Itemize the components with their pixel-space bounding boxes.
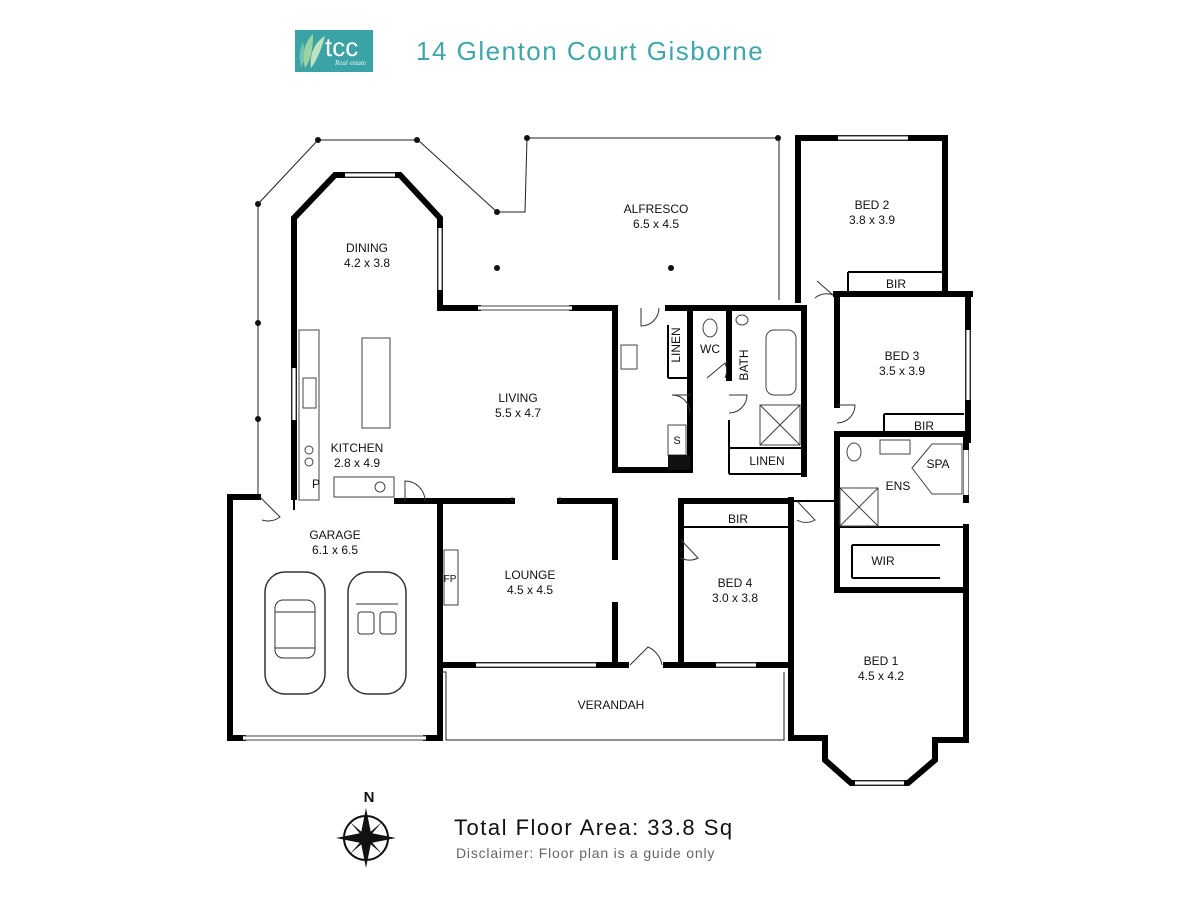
room-labels: ALFRESCO 6.5 x 4.5 BED 2 3.8 x 3.9 DININ… xyxy=(309,198,949,712)
windows xyxy=(243,135,971,786)
bath-label: BATH xyxy=(737,349,751,380)
bir-bed2-label: BIR xyxy=(886,277,906,291)
company-logo: tcc Real estate xyxy=(295,30,373,72)
garage-size: 6.1 x 6.5 xyxy=(312,543,358,557)
pantry-label: P xyxy=(312,477,320,491)
linen2-label: LINEN xyxy=(749,454,784,468)
disclaimer: Disclaimer: Floor plan is a guide only xyxy=(456,845,716,861)
bed3-size: 3.5 x 3.9 xyxy=(879,364,925,378)
spa-label: SPA xyxy=(926,457,949,471)
compass-icon: N xyxy=(336,789,396,868)
wir-label: WIR xyxy=(871,554,895,568)
leaf-logo-icon xyxy=(299,34,325,68)
lounge-size: 4.5 x 4.5 xyxy=(507,583,553,597)
logo-subtext: Real estate xyxy=(335,59,366,67)
living-size: 5.5 x 4.7 xyxy=(495,406,541,420)
car-icon xyxy=(264,571,326,695)
fireplace-label: FP xyxy=(444,574,457,585)
alfresco-size: 6.5 x 4.5 xyxy=(633,217,679,231)
logo-text: tcc xyxy=(325,32,359,62)
kitchen-size: 2.8 x 4.9 xyxy=(334,456,380,470)
s-label: S xyxy=(673,435,680,447)
verandah-label: VERANDAH xyxy=(578,698,645,712)
total-floor-area: Total Floor Area: 33.8 Sq xyxy=(454,815,734,840)
bed4-size: 3.0 x 3.8 xyxy=(712,591,758,605)
bed2-size: 3.8 x 3.9 xyxy=(849,213,895,227)
dining-name: DINING xyxy=(346,241,388,255)
convertible-car-icon xyxy=(347,571,407,695)
bed1-name: BED 1 xyxy=(864,654,899,668)
bir-bed4-label: BIR xyxy=(728,512,748,526)
linen1-label: LINEN xyxy=(669,327,683,362)
garage-name: GARAGE xyxy=(309,528,360,542)
wc-label: WC xyxy=(700,342,720,356)
doors xyxy=(259,280,856,666)
north-label: N xyxy=(364,789,375,806)
alfresco-name: ALFRESCO xyxy=(624,202,689,216)
dining-size: 4.2 x 3.8 xyxy=(344,256,390,270)
deck-outline xyxy=(255,135,781,497)
ens-label: ENS xyxy=(886,479,911,493)
bir-bed3-label: BIR xyxy=(914,419,934,433)
bed1-size: 4.5 x 4.2 xyxy=(858,669,904,683)
lounge-name: LOUNGE xyxy=(505,568,556,582)
bed3-name: BED 3 xyxy=(885,349,920,363)
fixtures xyxy=(298,314,963,606)
living-name: LIVING xyxy=(498,391,537,405)
bed4-name: BED 4 xyxy=(718,576,753,590)
kitchen-name: KITCHEN xyxy=(331,441,384,455)
bed2-name: BED 2 xyxy=(855,198,890,212)
property-title: 14 Glenton Court Gisborne xyxy=(416,36,765,66)
